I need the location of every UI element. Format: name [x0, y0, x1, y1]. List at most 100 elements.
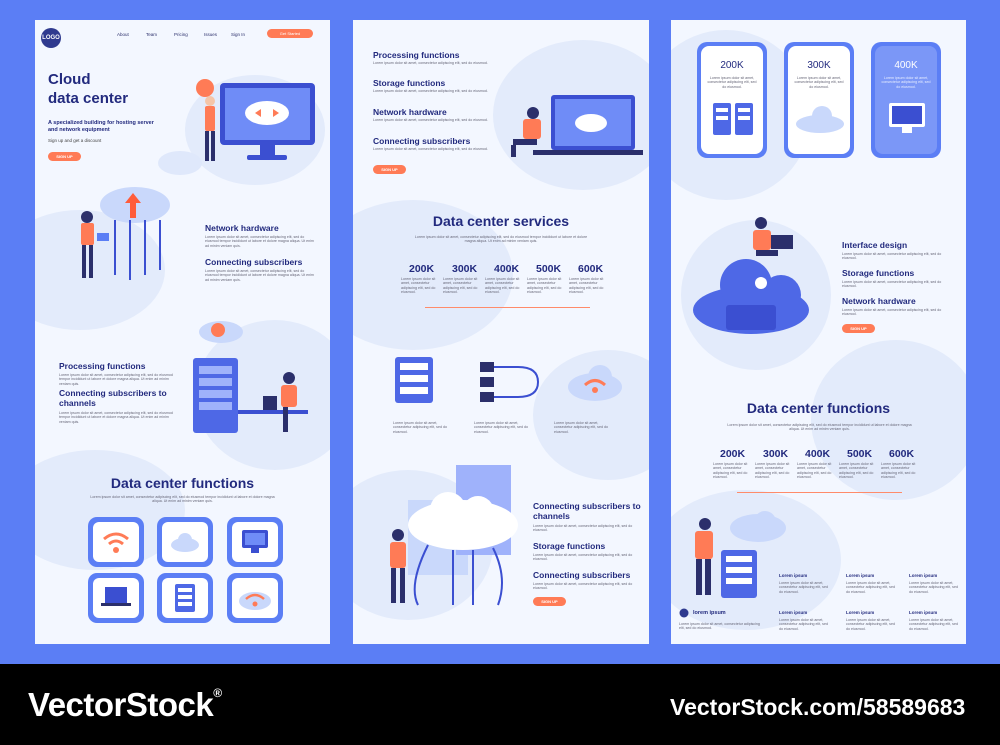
cloud-cables-illustration: [390, 465, 518, 606]
list-network-hardware: Network hardware: [373, 107, 447, 117]
list-desc: Lorem ipsum dolor sit amet, consectetur …: [373, 89, 488, 93]
stat-200k: 200K: [409, 263, 435, 275]
cloud-network-illustration: [81, 187, 170, 280]
bg-blob: [811, 340, 966, 500]
functions-title: Data center functions: [110, 475, 255, 491]
feature-storage-functions: Storage functions: [533, 541, 606, 551]
tile-server[interactable]: [157, 573, 213, 623]
monitor-icon: [889, 103, 925, 133]
footer-col-text: Lorem ipsum dolor sit amet, consectetur …: [779, 581, 828, 594]
feature-network-hardware: Network hardware: [205, 223, 279, 233]
footer-col-text: Lorem ipsum dolor sit amet, consectetur …: [909, 581, 958, 594]
stat-400k: 400K: [494, 263, 520, 275]
server-worker-illustration: [193, 321, 308, 433]
footer-col-heading: Lorem ipsum: [846, 610, 875, 615]
logo[interactable]: LOGO: [41, 28, 61, 48]
signup-button[interactable]: SIGN UP: [533, 597, 566, 606]
signup-button[interactable]: SIGN UP: [842, 324, 875, 333]
feature-connecting-subscribers-channels: Connecting subscribers to channels: [533, 501, 641, 521]
feature-desc: Lorem ipsum dolor sit amet, consectetur …: [533, 524, 633, 533]
hero-title-line1: Cloud: [48, 71, 91, 88]
price-desc: Lorem ipsum dolor sit amet, consectetur …: [707, 76, 757, 89]
stat-desc: Lorem ipsum dolor sit amet, consectetur …: [443, 277, 478, 295]
price-desc: Lorem ipsum dolor sit amet, consectetur …: [794, 76, 844, 89]
stat-desc: Lorem ipsum dolor sit amet, consectetur …: [527, 277, 562, 295]
stat-desc: Lorem ipsum dolor sit amet, consectetur …: [881, 462, 916, 480]
tile-cloud[interactable]: [157, 517, 213, 567]
tile-wifi[interactable]: [88, 517, 144, 567]
monitor-icon: [242, 530, 268, 553]
cloud-icon: [796, 106, 844, 133]
feature-desc: Lorem ipsum dolor sit amet, consectetur …: [533, 582, 633, 591]
stat-600k: 600K: [578, 263, 604, 275]
feature-interface-design: Interface design: [842, 240, 908, 250]
tile-monitor[interactable]: [227, 517, 283, 567]
pricing-page: 200K Lorem ipsum dolor sit amet, consect…: [671, 20, 966, 644]
laptop-icon: [101, 587, 131, 606]
server-cloud-worker-illustration: [695, 511, 786, 598]
nav-team[interactable]: Team: [146, 32, 158, 37]
list-storage-functions: Storage functions: [373, 78, 446, 88]
price-card-300k[interactable]: 300K Lorem ipsum dolor sit amet, consect…: [784, 42, 854, 158]
watermark-band: [0, 664, 1000, 745]
divider: [737, 492, 902, 493]
footer-brand: lorem ipsum: [693, 610, 726, 616]
top-nav: LOGO About Team Pricing Issues Sign In G…: [35, 28, 330, 52]
footer-col-text: Lorem ipsum dolor sit amet, consectetur …: [909, 618, 958, 631]
nav-issues[interactable]: Issues: [204, 32, 218, 37]
cloud-wifi-icon: [568, 365, 622, 401]
signup-button[interactable]: SIGN UP: [373, 165, 406, 174]
price-value: 300K: [807, 60, 831, 71]
laptop-worker-illustration: [511, 95, 643, 157]
functions-desc: Lorem ipsum dolor sit amet, consectetur …: [90, 495, 275, 504]
hero-title-line2: data center: [48, 90, 129, 107]
stat-desc: Lorem ipsum dolor sit amet, consectetur …: [713, 462, 748, 480]
footer-desc: Lorem ipsum dolor sit amet, consectetur …: [679, 622, 760, 631]
feature-connecting-subscribers: Connecting subscribers: [533, 570, 631, 580]
price-card-200k[interactable]: 200K Lorem ipsum dolor sit amet, consect…: [697, 42, 767, 158]
tile-cloud-wifi[interactable]: [227, 573, 283, 623]
stat-desc: Lorem ipsum dolor sit amet, consectetur …: [569, 277, 604, 295]
nav-pricing[interactable]: Pricing: [174, 32, 188, 37]
stat-400k: 400K: [805, 448, 831, 460]
services-desc: Lorem ipsum dolor sit amet, consectetur …: [414, 235, 588, 244]
price-value: 400K: [894, 60, 918, 71]
price-card-400k[interactable]: 400K Lorem ipsum dolor sit amet, consect…: [871, 42, 941, 158]
item-desc: Lorem ipsum dolor sit amet, consectetur …: [474, 421, 528, 434]
server-icon: [175, 584, 195, 612]
price-desc: Lorem ipsum dolor sit amet, consectetur …: [881, 76, 931, 89]
stat-200k: 200K: [720, 448, 746, 460]
feature-connecting-subscribers: Connecting subscribers: [205, 257, 303, 267]
cloud-server-worker-illustration: [693, 217, 809, 334]
stat-600k: 600K: [889, 448, 915, 460]
footer-logo-icon: [679, 608, 689, 618]
cloud-wifi-icon: [239, 592, 271, 610]
feature-desc: Lorem ipsum dolor sit amet, consectetur …: [59, 411, 173, 424]
signup-hint: Sign up and get a discount: [48, 138, 102, 143]
wifi-icon: [103, 532, 129, 553]
cable-connectors-icon: [480, 362, 540, 402]
signup-button[interactable]: SIGN UP: [48, 152, 81, 161]
list-desc: Lorem ipsum dolor sit amet, consectetur …: [373, 147, 488, 151]
footer-col-text: Lorem ipsum dolor sit amet, consectetur …: [779, 618, 828, 631]
footer-col-text: Lorem ipsum dolor sit amet, consectetur …: [846, 581, 895, 594]
stat-500k: 500K: [847, 448, 873, 460]
services-title: Data center services: [432, 213, 570, 229]
nav-signin[interactable]: Sign In: [231, 32, 246, 37]
get-started-button[interactable]: Get Started: [267, 29, 313, 38]
nav-about[interactable]: About: [117, 32, 129, 37]
item-desc: Lorem ipsum dolor sit amet, consectetur …: [393, 421, 447, 434]
stat-desc: Lorem ipsum dolor sit amet, consectetur …: [485, 277, 520, 295]
feature-processing-functions: Processing functions: [59, 361, 146, 371]
item-desc: Lorem ipsum dolor sit amet, consectetur …: [554, 421, 608, 434]
registered-mark: ®: [213, 686, 222, 700]
feature-network-hardware: Network hardware: [842, 296, 916, 306]
list-connecting-subscribers: Connecting subscribers: [373, 136, 471, 146]
tile-laptop[interactable]: [88, 573, 144, 623]
stat-desc: Lorem ipsum dolor sit amet, consectetur …: [839, 462, 874, 480]
stat-desc: Lorem ipsum dolor sit amet, consectetur …: [755, 462, 790, 480]
list-processing-functions: Processing functions: [373, 50, 460, 60]
footer-col-heading: Lorem ipsum: [779, 610, 808, 615]
functions-desc: Lorem ipsum dolor sit amet, consectetur …: [727, 423, 912, 432]
list-desc: Lorem ipsum dolor sit amet, consectetur …: [373, 61, 488, 65]
